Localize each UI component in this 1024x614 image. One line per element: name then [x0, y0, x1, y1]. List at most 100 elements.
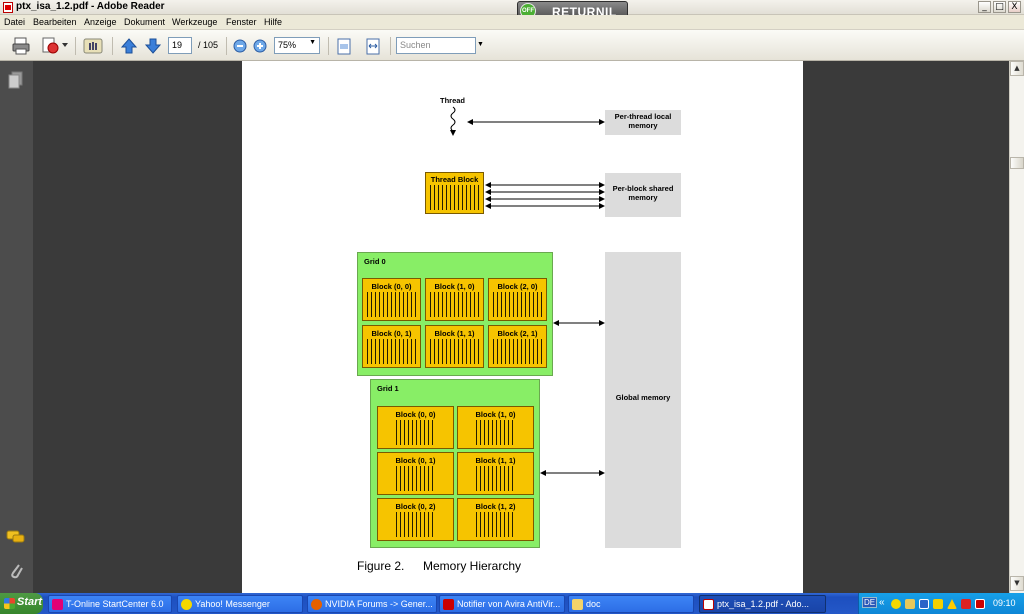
- chevron-down-icon[interactable]: [61, 41, 69, 61]
- yahoo-tray-icon[interactable]: [891, 599, 901, 609]
- per-thread-memory-box: Per-thread local memory: [605, 110, 681, 135]
- window-title: ptx_isa_1.2.pdf - Adobe Reader: [16, 1, 165, 12]
- fit-page-icon[interactable]: [335, 36, 353, 56]
- notifier-tray-icon[interactable]: [975, 599, 985, 609]
- menu-dokument[interactable]: Dokument: [124, 17, 165, 27]
- block-label: Block (0, 0): [378, 410, 453, 419]
- grid-1-block: Block (0, 1): [377, 452, 454, 495]
- grid-0-block: Block (0, 0): [362, 278, 421, 321]
- grid-1-block: Block (1, 1): [457, 452, 534, 495]
- start-label: Start: [17, 596, 42, 608]
- scroll-up-icon[interactable]: ▲: [1010, 61, 1024, 76]
- per-thread-memory-label: Per-thread local memory: [605, 110, 681, 132]
- pdf-file-icon: [703, 599, 714, 610]
- maximize-button[interactable]: □: [993, 1, 1006, 13]
- menu-anzeige[interactable]: Anzeige: [84, 17, 117, 27]
- previous-page-icon[interactable]: [120, 36, 138, 56]
- print-icon[interactable]: [11, 36, 31, 56]
- start-button[interactable]: Start: [0, 593, 43, 614]
- menu-datei[interactable]: Datei: [4, 17, 25, 27]
- menu-hilfe[interactable]: Hilfe: [264, 17, 282, 27]
- block-label: Block (0, 0): [363, 282, 420, 291]
- grid-1-block: Block (0, 0): [377, 406, 454, 449]
- smiley-icon: [181, 599, 192, 610]
- menu-fenster[interactable]: Fenster: [226, 17, 257, 27]
- show-hidden-icons-button[interactable]: «: [879, 597, 885, 608]
- pdf-page: Thread Per-thread local memory Thread Bl…: [242, 61, 803, 593]
- scroll-down-icon[interactable]: ▼: [1010, 576, 1024, 591]
- attachment-icon[interactable]: [8, 561, 24, 581]
- grid-0-block: Block (2, 0): [488, 278, 547, 321]
- threads-pattern: [430, 292, 479, 317]
- page-number-input[interactable]: 19: [168, 37, 192, 54]
- threads-pattern: [476, 466, 515, 491]
- toolbar-separator: [390, 37, 391, 55]
- threads-pattern: [430, 185, 479, 210]
- per-block-memory-label: Per-block shared memory: [605, 173, 681, 202]
- grid-1-block: Block (0, 2): [377, 498, 454, 541]
- toolbar-separator: [226, 37, 227, 55]
- task-yahoo-messenger[interactable]: Yahoo! Messenger: [177, 595, 303, 613]
- threads-pattern: [476, 420, 515, 445]
- grid-0-block: Block (1, 1): [425, 325, 484, 368]
- page-total: / 105: [198, 40, 218, 50]
- export-pdf-icon[interactable]: [40, 36, 60, 56]
- next-page-icon[interactable]: [144, 36, 162, 56]
- toolbar: 19 / 105 75% ▼ Suchen ▼: [0, 30, 1024, 61]
- tonline-icon: [52, 599, 63, 610]
- toolbar-separator: [75, 37, 76, 55]
- task-tonline[interactable]: T-Online StartCenter 6.0: [48, 595, 172, 613]
- block-label: Block (1, 2): [458, 502, 533, 511]
- grid-0-block: Block (0, 1): [362, 325, 421, 368]
- block-label: Block (0, 1): [378, 456, 453, 465]
- grid-0-label: Grid 0: [364, 257, 386, 266]
- language-indicator[interactable]: DE: [862, 597, 877, 608]
- task-avira-notifier[interactable]: Notifier von Avira AntiVir...: [439, 595, 565, 613]
- comments-icon[interactable]: [6, 529, 26, 545]
- clock[interactable]: 09:10: [993, 598, 1016, 608]
- chevron-down-icon: ▼: [309, 39, 316, 46]
- search-input[interactable]: Suchen: [396, 37, 476, 54]
- global-memory-label: Global memory: [605, 393, 681, 402]
- menu-werkzeuge[interactable]: Werkzeuge: [172, 17, 217, 27]
- task-label: NVIDIA Forums -> Gener...: [325, 599, 433, 609]
- figure-caption: Memory Hierarchy: [423, 559, 521, 573]
- task-label: Yahoo! Messenger: [195, 599, 270, 609]
- zoom-out-icon[interactable]: [232, 38, 248, 58]
- threads-pattern: [396, 512, 435, 537]
- task-doc-folder[interactable]: doc: [568, 595, 694, 613]
- block-label: Block (1, 1): [426, 329, 483, 338]
- toolbar-separator: [112, 37, 113, 55]
- avira-tray-icon[interactable]: [961, 599, 971, 609]
- task-label: ptx_isa_1.2.pdf - Ado...: [717, 599, 809, 609]
- chevron-down-icon[interactable]: ▼: [477, 41, 484, 48]
- block-label: Block (0, 1): [363, 329, 420, 338]
- task-nvidia-forums[interactable]: NVIDIA Forums -> Gener...: [307, 595, 437, 613]
- folder-tray-icon[interactable]: [905, 599, 915, 609]
- avira-icon: [443, 599, 454, 610]
- threads-pattern: [493, 339, 542, 364]
- task-label: doc: [586, 599, 601, 609]
- pages-icon[interactable]: [7, 71, 25, 91]
- close-button[interactable]: X: [1008, 1, 1021, 13]
- menu-bearbeiten[interactable]: Bearbeiten: [33, 17, 77, 27]
- pdf-file-icon: [3, 2, 13, 13]
- grid-1-block: Block (1, 2): [457, 498, 534, 541]
- minimize-button[interactable]: _: [978, 1, 991, 13]
- zoom-in-icon[interactable]: [252, 38, 268, 58]
- grid-0: Grid 0 Block (0, 0) Block (1, 0) Block (…: [357, 252, 553, 376]
- threads-pattern: [396, 420, 435, 445]
- network-tray-icon[interactable]: [919, 599, 929, 609]
- zoom-select[interactable]: 75% ▼: [274, 37, 320, 54]
- threads-pattern: [396, 466, 435, 491]
- warning-icon[interactable]: [947, 599, 957, 609]
- grid-0-block: Block (2, 1): [488, 325, 547, 368]
- vertical-scrollbar[interactable]: ▲ ▼: [1009, 61, 1024, 593]
- block-label: Block (1, 0): [426, 282, 483, 291]
- security-shield-icon[interactable]: [933, 599, 943, 609]
- grid-1-block: Block (1, 0): [457, 406, 534, 449]
- scrollbar-thumb[interactable]: [1010, 157, 1024, 169]
- hand-tool-icon[interactable]: [82, 36, 104, 56]
- fit-width-icon[interactable]: [364, 36, 382, 56]
- task-adobe-reader[interactable]: ptx_isa_1.2.pdf - Ado...: [699, 595, 826, 613]
